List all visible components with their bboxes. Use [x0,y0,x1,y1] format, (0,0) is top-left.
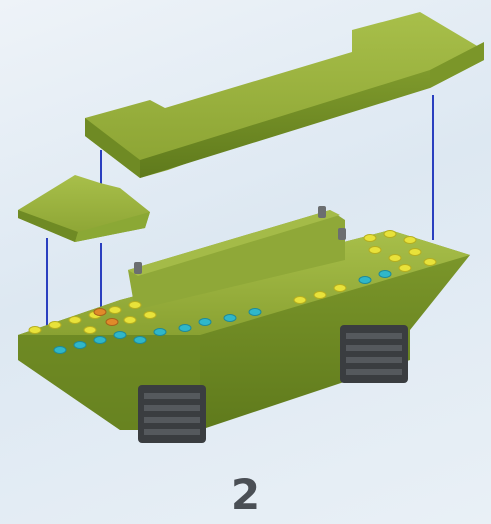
lego-build-diagram [18,12,484,443]
wheel-rear [340,325,408,383]
connector-pins [134,206,346,274]
instruction-illustration [18,12,484,443]
wedge-piece [18,175,150,242]
wheel-front [138,385,206,443]
main-hull [18,210,470,430]
studs-yellow [28,230,437,334]
studs-cyan [53,270,392,354]
studs-orange [93,308,119,326]
step-number: 2 [230,470,261,519]
top-l-plate [85,12,484,178]
